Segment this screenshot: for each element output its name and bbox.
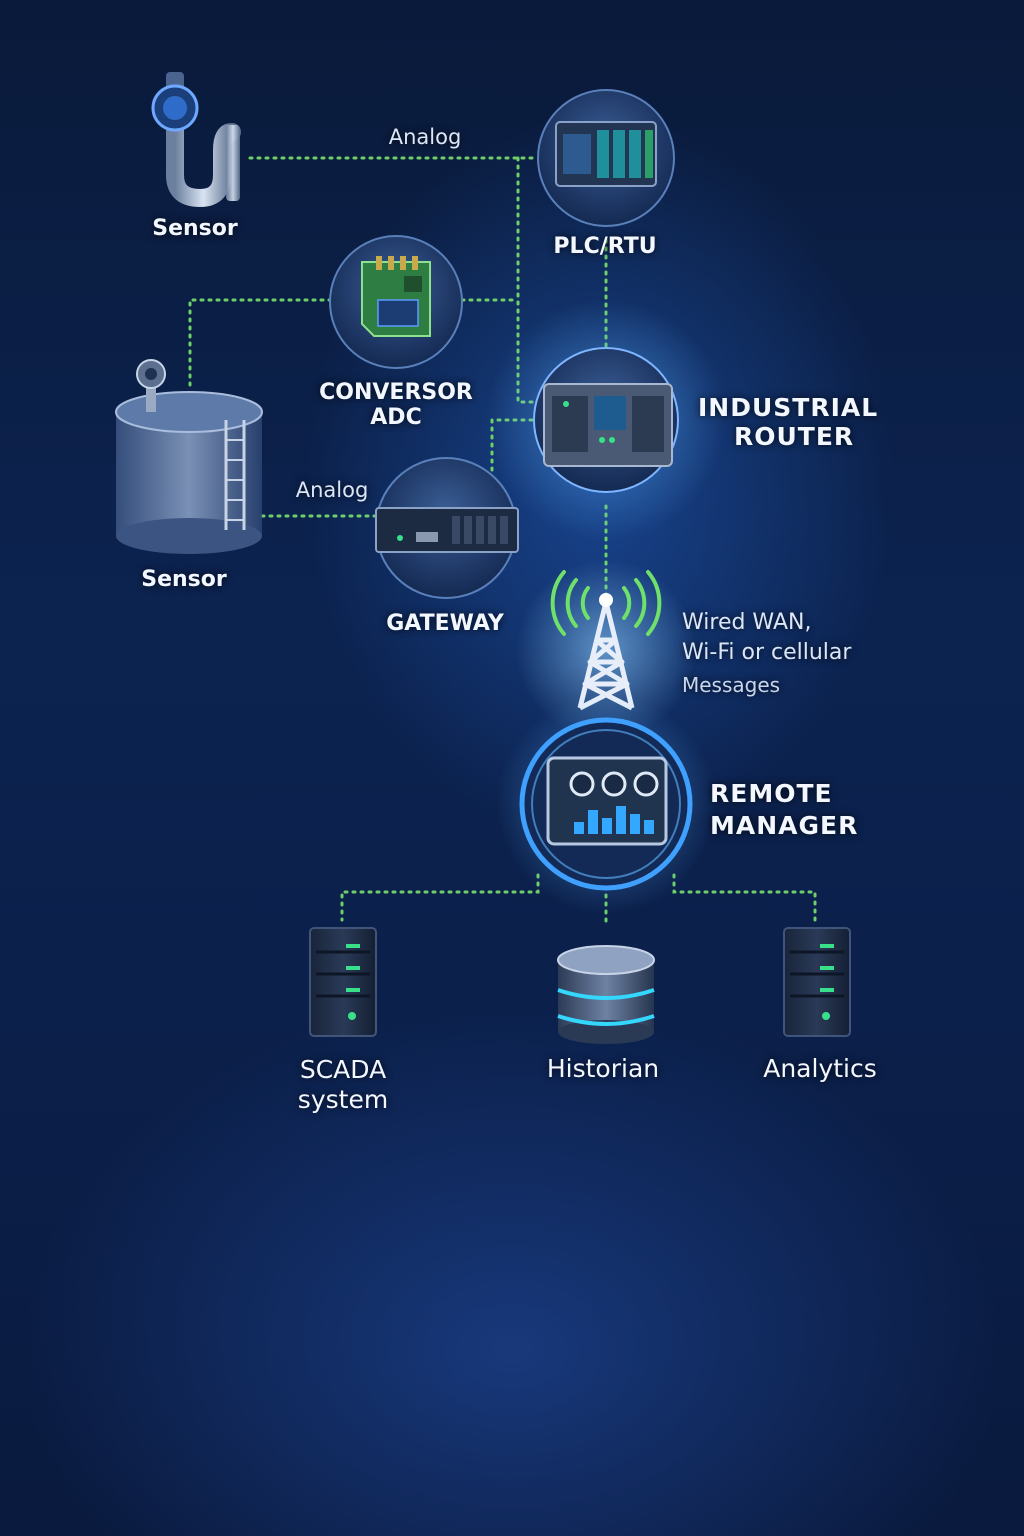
wan-line-1: Wired WAN, [682, 610, 812, 635]
node-label-adc: CONVERSOR ADC [296, 380, 496, 431]
node-label-remote-manager: REMOTE MANAGER [710, 778, 910, 842]
server-icon [783, 927, 851, 1037]
edge-label-wan: Wired WAN, Wi-Fi or cellular [682, 608, 912, 668]
link-tank-adc [188, 298, 332, 387]
edge-label-analog-middle: Analog [295, 478, 369, 502]
node-label-router: INDUSTRIAL ROUTER [698, 393, 918, 452]
node-label-historian: Historian [546, 1054, 660, 1083]
node-label-plc: PLC/RTU [553, 234, 657, 259]
water-meter-pipe-icon [151, 72, 241, 208]
node-label-gateway: GATEWAY [386, 611, 504, 636]
wan-line-2: Wi-Fi or cellular [682, 640, 852, 665]
router-line-2: ROUTER [734, 421, 855, 451]
remote-manager-line-1: REMOTE [710, 779, 833, 808]
adc-line-2: ADC [370, 405, 422, 431]
industrial-router-icon [486, 300, 726, 540]
router-line-1: INDUSTRIAL [698, 393, 879, 422]
scada-line-2: system [297, 1085, 389, 1114]
node-label-sensor-top: Sensor [152, 216, 238, 241]
edge-label-analog-top: Analog [388, 125, 462, 149]
scada-line-1: SCADA [299, 1055, 387, 1084]
adc-line-1: CONVERSOR [319, 380, 473, 405]
storage-tank-icon [115, 359, 263, 554]
link-manager-analytics [672, 873, 817, 922]
node-label-analytics: Analytics [763, 1054, 877, 1083]
server-icon [309, 927, 377, 1037]
dashboard-monitor-icon [496, 694, 716, 914]
node-label-sensor-tank: Sensor [141, 567, 227, 592]
circuit-chip-icon [329, 235, 463, 369]
edge-label-messages: Messages [682, 673, 781, 697]
link-manager-scada [340, 873, 540, 922]
gateway-device-icon [375, 457, 519, 599]
database-icon [557, 945, 655, 1044]
plc-rack-icon [537, 89, 675, 227]
remote-manager-line-2: MANAGER [710, 811, 859, 840]
node-label-scada: SCADA system [270, 1055, 416, 1115]
